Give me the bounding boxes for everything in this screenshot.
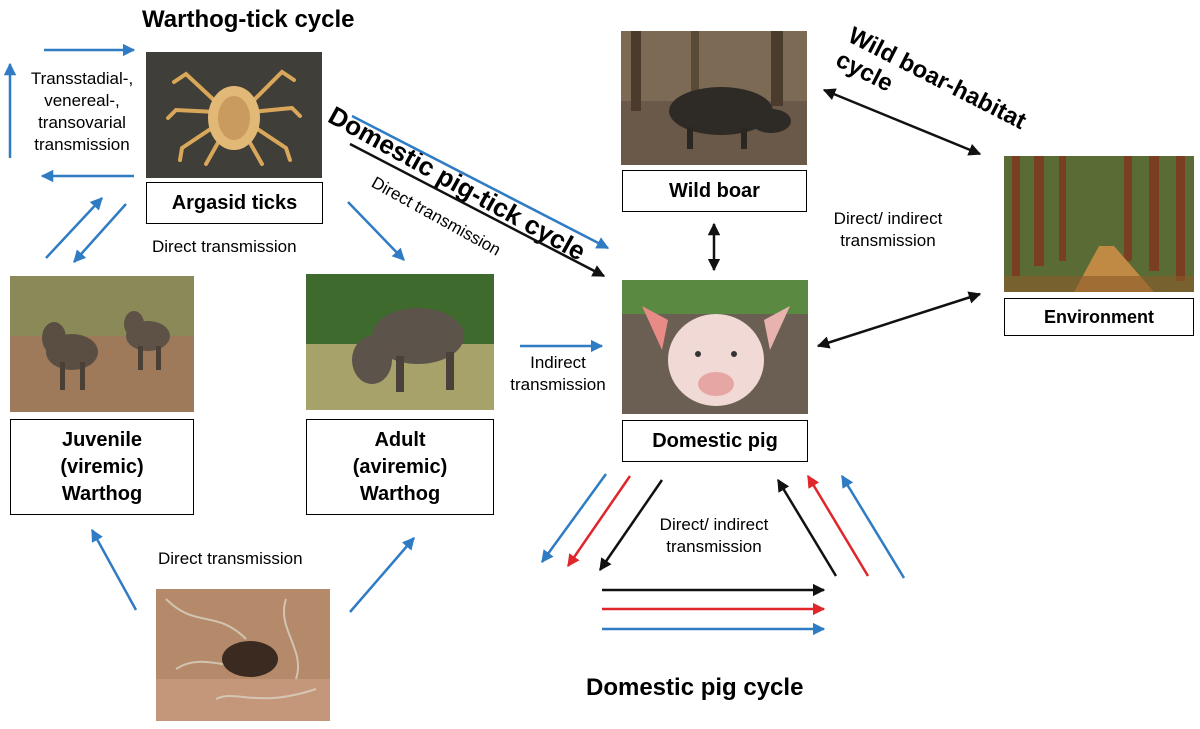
transmission-modes-line3: transovarial [38,113,126,132]
transmission-modes-line4: transmission [34,135,130,154]
arrow-burrow-to-adult [349,537,415,613]
direct-indirect-wildboar-line1: Direct/ indirect [833,209,943,228]
indirect-line1: Indirect [530,353,586,372]
adult-warthog-photo [306,274,494,410]
environment-photo [1004,156,1194,292]
indirect-line2: transmission [510,375,606,394]
adult-line1: Adult [374,428,426,451]
arrow-pig-cycle-right-blue [840,474,906,579]
adult-line2: (aviremic) [352,455,448,478]
indirect-transmission-label: Indirect transmission [496,352,620,396]
arrow-ticks-to-pig-black [349,142,606,278]
arrow-wildboar-environment [822,88,982,156]
juvenile-warthog-box: Juvenile (viremic) Warthog [10,419,194,515]
adult-line3: Warthog [359,482,441,505]
juvenile-line1: Juvenile [61,428,143,451]
title-domestic-pig-cycle: Domestic pig cycle [586,674,804,701]
wild-boar-photo [621,31,807,165]
tick-photo [146,52,322,178]
direct-indirect-pig-line1: Direct/ indirect [659,515,769,534]
title-warthog-tick-cycle: Warthog-tick cycle [142,6,355,33]
juvenile-warthog-photo [10,276,194,412]
arrow-pig-cycle-right-red [806,474,870,577]
direct-indirect-wildboar-line2: transmission [840,231,936,250]
transmission-modes-line1: Transstadial-, [30,69,134,88]
direct-indirect-pig-label: Direct/ indirect transmission [644,514,784,558]
domestic-pig-photo [622,280,808,414]
argasid-ticks-box: Argasid ticks [146,182,323,224]
direct-transmission-ticks-label: Direct transmission [152,237,297,256]
transmission-modes-label: Transstadial-, venereal-, transovarial t… [20,68,144,156]
arrow-pig-cycle-right-black [776,478,838,577]
burrow-photo [156,589,330,721]
arrow-ticks-to-juvenile [73,203,127,263]
direct-indirect-pig-line2: transmission [666,537,762,556]
direct-transmission-burrow-label: Direct transmission [158,549,303,568]
arrow-juvenile-to-ticks [45,197,103,259]
transmission-modes-line2: venereal-, [44,91,120,110]
arrow-pig-cycle-left-black [598,479,664,572]
domestic-pig-box: Domestic pig [622,420,808,462]
adult-warthog-box: Adult (aviremic) Warthog [306,419,494,515]
arrow-pig-cycle-left-red [566,475,632,568]
arrow-burrow-to-juvenile [90,528,138,611]
juvenile-line3: Warthog [61,482,143,505]
environment-box: Environment [1004,298,1194,336]
arrow-environment-pig [816,291,982,349]
arrow-ticks-to-pig-blue [351,114,610,250]
wild-boar-box: Wild boar [622,170,807,212]
arrow-pig-cycle-left-blue [540,473,608,564]
arrow-ticks-to-adult [347,201,405,261]
direct-indirect-wildboar-label: Direct/ indirect transmission [818,208,958,252]
juvenile-line2: (viremic) [60,455,144,478]
